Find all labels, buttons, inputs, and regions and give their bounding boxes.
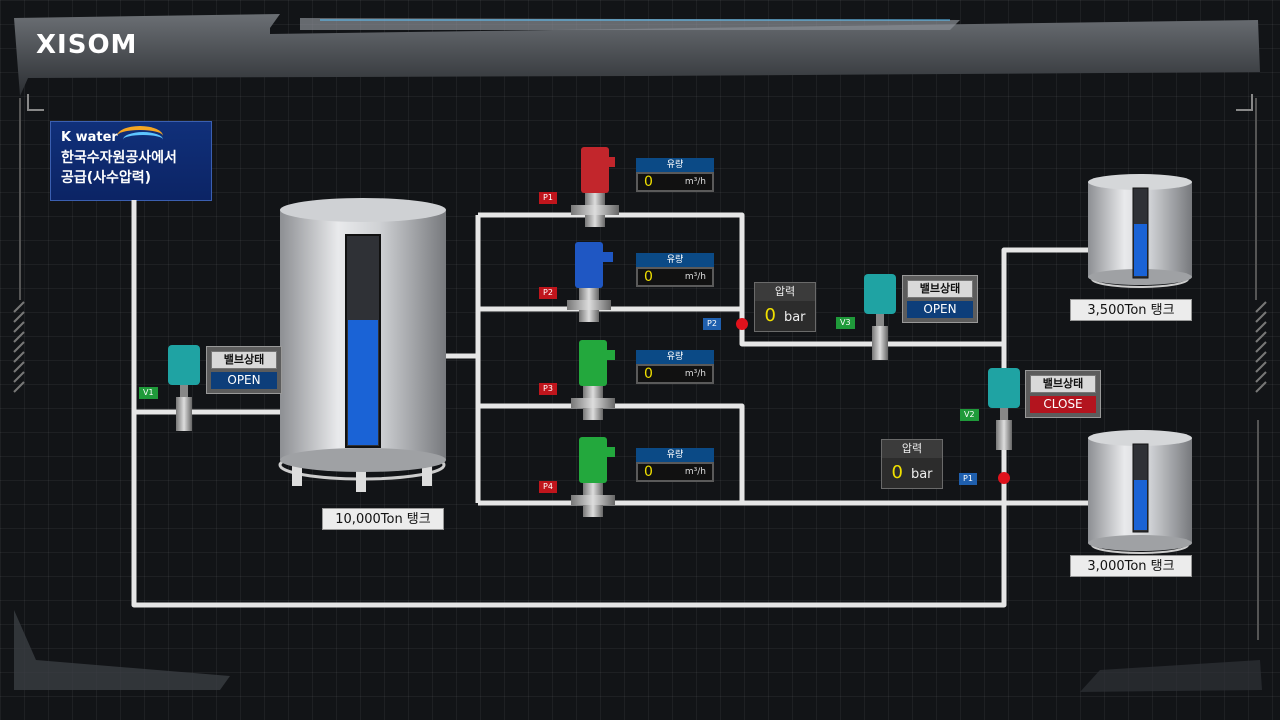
tank-3500 — [1088, 174, 1192, 288]
valve-v3 — [864, 274, 896, 360]
brand-logo: XISOM — [36, 30, 137, 60]
flow-label: 유량 — [636, 158, 714, 172]
flow-value: 0 — [644, 269, 653, 285]
supplier-line1: 한국수자원공사에서 — [61, 150, 177, 166]
flow-box-p1: 유량 0 m³/h — [636, 158, 714, 192]
pump-p1 — [571, 147, 619, 227]
flow-box-p2: 유량 0 m³/h — [636, 253, 714, 287]
flow-value: 0 — [644, 174, 653, 190]
pump-tag-p1: P1 — [539, 192, 557, 204]
valve-status-v2[interactable]: 밸브상태 CLOSE — [1025, 370, 1101, 418]
tank-10000 — [278, 198, 446, 492]
supplier-line2: 공급(사수압력) — [61, 170, 152, 186]
kwater-arc-icon — [123, 132, 163, 147]
pipe-upper-discharge — [739, 324, 1004, 347]
pipe-to-3500 — [1001, 247, 1090, 344]
valve-status-label: 밸브상태 — [1030, 375, 1096, 393]
valve-tag-v2: V2 — [960, 409, 979, 421]
pump-p4 — [571, 437, 615, 517]
valve-tag-v3: V3 — [836, 317, 855, 329]
supplier-brand: K water — [61, 130, 118, 145]
pipe-supply-main — [131, 200, 1007, 608]
valve-status-value: CLOSE — [1030, 396, 1096, 413]
pressure-label: 압력 — [882, 440, 942, 458]
flow-box-p4: 유량 0 m³/h — [636, 448, 714, 482]
pressure-value: 0 — [764, 305, 776, 326]
tank-label-10000: 10,000Ton 탱크 — [322, 508, 444, 530]
flow-unit: m³/h — [684, 177, 706, 187]
supplier-box: K water 한국수자원공사에서 공급(사수압력) — [50, 121, 212, 201]
pressure-box-p2: 압력 0 bar — [754, 282, 816, 332]
pipe-p3 — [478, 403, 745, 503]
valve-status-value: OPEN — [907, 301, 973, 318]
kwater-arc-icon — [117, 126, 163, 146]
valve-status-v1[interactable]: 밸브상태 OPEN — [206, 346, 282, 394]
valve-status-label: 밸브상태 — [907, 280, 973, 298]
pump-tag-p2: P2 — [539, 287, 557, 299]
valve-v1 — [168, 345, 200, 431]
flow-unit: m³/h — [684, 272, 706, 282]
logo-text: XISOM — [36, 30, 138, 60]
pressure-point-p2 — [736, 318, 748, 330]
pipe-p1 — [478, 212, 745, 324]
pressure-box-p1: 압력 0 bar — [881, 439, 943, 489]
flow-box-p3: 유량 0 m³/h — [636, 350, 714, 384]
valve-status-label: 밸브상태 — [211, 351, 277, 369]
pump-tag-p3: P3 — [539, 383, 557, 395]
tank-label-3500: 3,500Ton 탱크 — [1070, 299, 1192, 321]
pump-tag-p4: P4 — [539, 481, 557, 493]
tank-3000 — [1088, 430, 1192, 554]
flow-label: 유량 — [636, 448, 714, 462]
pressure-unit: bar — [783, 310, 806, 325]
flow-label: 유량 — [636, 253, 714, 267]
pump-p2 — [567, 242, 613, 322]
flow-value: 0 — [644, 366, 653, 382]
valve-status-v3[interactable]: 밸브상태 OPEN — [902, 275, 978, 323]
pressure-tag-p1: P1 — [959, 473, 977, 485]
valve-v2 — [988, 368, 1020, 450]
pressure-unit: bar — [910, 467, 933, 482]
flow-value: 0 — [644, 464, 653, 480]
flow-label: 유량 — [636, 350, 714, 364]
pressure-point-p1 — [998, 472, 1010, 484]
pressure-tag-p2: P2 — [703, 318, 721, 330]
pump-p3 — [571, 340, 615, 420]
flow-unit: m³/h — [684, 369, 706, 379]
tank-label-3000: 3,000Ton 탱크 — [1070, 555, 1192, 577]
pressure-label: 압력 — [755, 283, 815, 301]
flow-unit: m³/h — [684, 467, 706, 477]
valve-status-value: OPEN — [211, 372, 277, 389]
valve-tag-v1: V1 — [139, 387, 158, 399]
pressure-value: 0 — [891, 462, 903, 483]
